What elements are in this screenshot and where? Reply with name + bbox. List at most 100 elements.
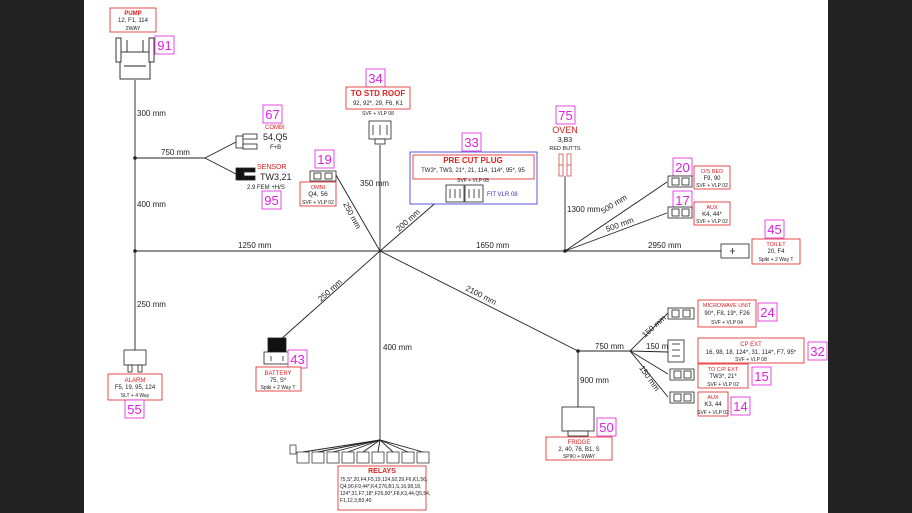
len-left-low: 250 mm [137, 300, 166, 309]
aux14-connector-icon [669, 391, 695, 404]
aux14-block: AUX K3, 44 SVF + VLP 02 14 [669, 391, 751, 417]
combi-number: 67 [265, 107, 279, 122]
len-cp-ext: 150 mm [646, 342, 675, 351]
pump-codes: 12, F1, 114 [118, 18, 149, 24]
len-roof: 350 mm [360, 179, 389, 188]
microwave-codes: 90*, F8, 19*, F26 [704, 311, 750, 317]
toilet-sub: Spiki + 2 Way T [759, 257, 794, 263]
fridge-sub: SPIKI + 6WAY [563, 454, 596, 460]
roof-title: TO STD ROOF [351, 89, 406, 98]
tocp-codes: TW3*, 21* [709, 374, 737, 380]
omni-block: 19 OMNI Q4, 56 SVF + VLP 02 [299, 149, 337, 207]
roof-connector-icon [368, 120, 392, 145]
battery-sub: Spiki + 2 Way T [261, 385, 296, 391]
battery-connector-icon [263, 337, 291, 365]
battery-block: 43 BATTERY 75, S* Spiki + 2 Way T [255, 337, 308, 392]
len-left-branch: 750 mm [161, 148, 190, 157]
microwave-block: MICROWAVE UNIT 90*, F8, 19*, F26 SVF + V… [667, 299, 778, 328]
pump-title: PUMP [124, 11, 141, 17]
omni-connector-icon [309, 170, 337, 182]
sensor-codes: TW3,21 [260, 172, 292, 182]
len-left-mid: 400 mm [137, 200, 166, 209]
omni-number: 19 [317, 152, 331, 167]
combi-title: COMBI [265, 125, 285, 131]
sensor-sub: 2.9 FEM +H/S [247, 185, 285, 191]
osbed-sub: SVF + VLP 02 [696, 183, 728, 189]
osbed-block: 20 O/S BED F9, 90 SVF + VLP 02 [667, 157, 731, 190]
tocp-sub: SVF + VLP 02 [707, 382, 739, 388]
precut-codes: TW3*, TW3, 21*, 21, 114, 114*, 95*, 95 [421, 168, 525, 174]
aux14-sub: SVF + VLP 02 [697, 410, 729, 416]
combi-codes: 54,Q5 [263, 132, 288, 142]
sensor-title: SENSOR [257, 164, 287, 171]
pump-block: PUMP 12, F1, 114 2WAY 91 [109, 7, 175, 80]
oven-number: 75 [558, 108, 572, 123]
fridge-connector-icon [561, 406, 595, 437]
toilet-number: 45 [767, 222, 781, 237]
cpext-connector-icon [667, 339, 685, 363]
roof-sub: SVF + VLP 08 [362, 111, 394, 117]
precut-block: 33 PRE CUT PLUG TW3*, TW3, 21*, 21, 114,… [409, 132, 538, 205]
relays-line-3: 124*,31,F7,18*,F26,90*,F8,K3,44,Q5,54, [340, 491, 430, 497]
combi-sub: F+B [270, 145, 281, 151]
toilet-connector-icon [720, 243, 750, 259]
omni-sub: SVF + VLP 02 [302, 200, 334, 206]
len-relays: 400 mm [383, 343, 412, 352]
microwave-connector-icon [667, 307, 695, 320]
battery-number: 43 [290, 352, 304, 367]
precut-connector-icon [445, 184, 484, 203]
sensor-connector-icon [235, 167, 256, 181]
precut-title: PRE CUT PLUG [443, 156, 503, 165]
len-toilet: 2950 mm [648, 241, 682, 250]
alarm-block: ALARM F5, 19, 95, 124 SLT + 4 Way 55 [107, 349, 163, 419]
osbed-number: 20 [675, 160, 689, 175]
oven-block: 75 OVEN 3,B3 RED BUTTS [549, 105, 581, 177]
oven-codes: 3,B3 [558, 137, 573, 144]
roof-block: 34 TO STD ROOF 92, 92*, 29, F6, K1 SVF +… [345, 68, 411, 145]
alarm-title: ALARM [125, 378, 146, 384]
osbed-connector-icon [667, 175, 693, 188]
sensor-number: 95 [264, 193, 278, 208]
relays-block: RELAYS 75,S*,20,F4,F5,19,124,92,29,F6,K1… [289, 444, 430, 511]
wires [134, 80, 722, 453]
osbed-title: O/S BED [701, 169, 723, 175]
aux17-title: AUX [706, 205, 718, 211]
toilet-title: TOILET [766, 242, 786, 248]
oven-title: OVEN [552, 125, 578, 135]
precut-sub: SVF + VLP 08 [457, 178, 489, 184]
aux17-block: 17 AUX K4, 44* SVF + VLP 02 [667, 190, 731, 226]
alarm-sub: SLT + 4 Way [121, 393, 150, 399]
aux17-number: 17 [675, 193, 689, 208]
aux14-codes: K3, 44 [704, 402, 722, 408]
microwave-title: MICROWAVE UNIT [703, 303, 752, 309]
relays-line-4: F1,12,3,B3,40 [340, 498, 372, 504]
aux17-connector-icon [667, 206, 693, 219]
battery-title: BATTERY [264, 371, 291, 377]
len-oven: 1300 mm [567, 205, 601, 214]
tocp-title: TO C/P EXT [708, 367, 739, 373]
fridge-number: 50 [599, 420, 613, 435]
toilet-codes: 20, F4 [767, 249, 785, 255]
omni-title: OMNI [311, 185, 326, 191]
aux17-sub: SVF + VLP 02 [696, 219, 728, 225]
cpext-title: CP EXT [740, 342, 762, 348]
relay-connectors-icon [289, 444, 430, 464]
cpext-codes: 16, 98, 18, 124*, 31, 114*, F7, 95* [706, 350, 797, 356]
fridge-block: 50 FRIDGE 2, 40, 76, B1, S SPIKI + 6WAY [545, 406, 617, 461]
tocp-connector-icon [669, 368, 695, 381]
sensor-block: SENSOR TW3,21 2.9 FEM +H/S 95 [235, 164, 292, 210]
fridge-title: FRIDGE [568, 440, 591, 446]
pump-sub: 2WAY [126, 26, 141, 32]
len-fridge: 900 mm [580, 376, 609, 385]
combi-block: 67 COMBI 54,Q5 F+B [235, 104, 288, 151]
aux17-codes: K4, 44* [702, 212, 722, 218]
len-main-mid: 1650 mm [476, 241, 510, 250]
alarm-number: 55 [127, 402, 141, 417]
omni-codes: Q4, 56 [308, 191, 328, 198]
butt-connector-icon [558, 153, 572, 177]
relays-title: RELAYS [368, 468, 396, 475]
precut-number: 33 [464, 135, 478, 150]
microwave-number: 24 [760, 305, 774, 320]
